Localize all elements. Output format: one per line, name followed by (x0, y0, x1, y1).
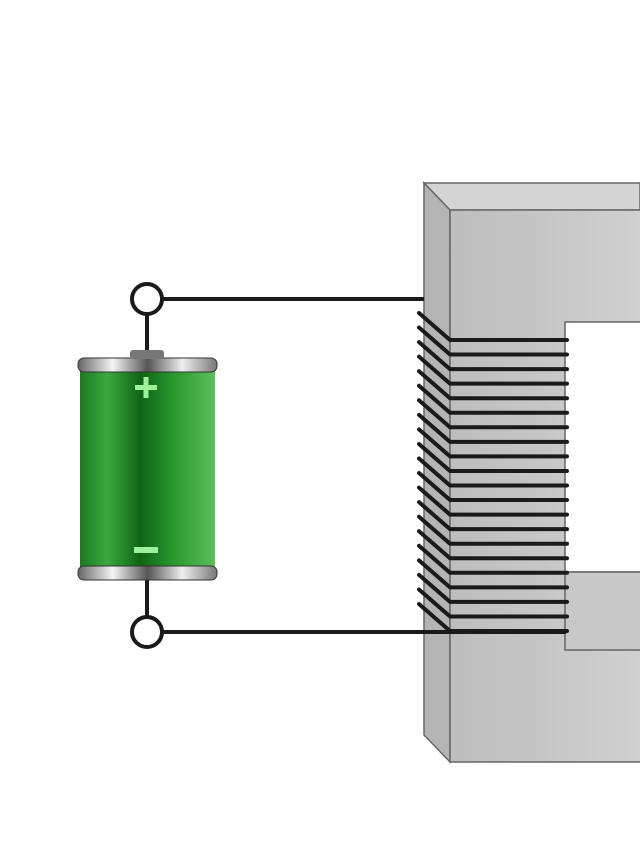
core-lower-arm-top (564, 571, 640, 651)
core-top-face (422, 182, 640, 211)
coil-turn (417, 456, 569, 488)
battery-bottom-cap (77, 565, 218, 581)
core-window (564, 321, 640, 573)
coil-turn (417, 412, 569, 444)
minus-icon (134, 547, 158, 553)
coil-turn (417, 354, 569, 386)
coil-turn (417, 340, 569, 372)
coil-turn (417, 558, 569, 590)
coil-turn (417, 441, 569, 473)
coil-turn (417, 471, 569, 503)
coil-turn (417, 587, 569, 619)
coil-turn (417, 514, 569, 546)
battery (77, 350, 218, 581)
coil-turn (417, 398, 569, 430)
coil-turn (417, 572, 569, 604)
coil-turn (417, 500, 569, 532)
coil-turn (417, 529, 569, 561)
coil-turn (417, 325, 569, 357)
coil-turn (417, 369, 569, 401)
negative-terminal[interactable] (130, 615, 164, 649)
battery-top-nub (130, 350, 164, 359)
coil-turn (417, 311, 569, 342)
coil-turn (417, 427, 569, 459)
positive-terminal[interactable] (130, 282, 164, 316)
plus-icon (135, 377, 157, 398)
coil-turn (417, 543, 569, 575)
battery-top-cap (77, 357, 218, 373)
coil-turn (417, 383, 569, 415)
coil-turn (417, 485, 569, 517)
battery-body (80, 366, 215, 574)
